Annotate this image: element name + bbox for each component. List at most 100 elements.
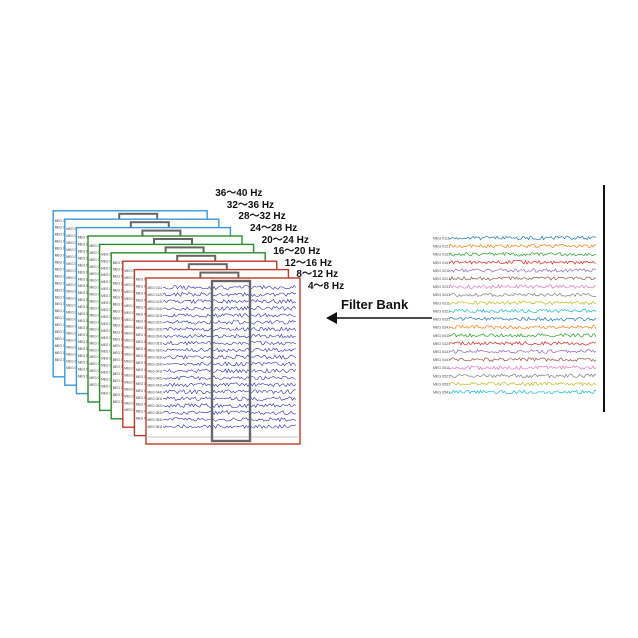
channel-label: MEG 0341: [90, 320, 105, 324]
channel-label: MEG 0411: [66, 311, 81, 315]
channel-label: MEG 0121: [66, 234, 81, 238]
band-label-5: 24～28 Hz: [250, 223, 298, 234]
channel-label: MEG 0441: [66, 331, 81, 335]
filter-bank-arrow: [326, 312, 432, 324]
channel-label: MEG 0411: [148, 369, 163, 373]
channel-label: MEG 0241: [78, 284, 93, 288]
channel-label: MEG 0131: [55, 233, 70, 237]
channel-label: MEG 0231: [55, 260, 70, 264]
raw-trace: [448, 332, 597, 338]
channel-label: MEG 0531: [55, 344, 70, 348]
channel-label: MEG 0341: [101, 329, 116, 333]
channel-label: MEG 0331: [78, 305, 93, 309]
raw-channel-label: MEG 0121: [433, 245, 450, 249]
band-label-8: 36～40 Hz: [215, 188, 263, 200]
eeg-trace: [162, 396, 297, 402]
channel-label: MEG 0121: [55, 226, 70, 230]
channel-label: MEG 0511: [113, 372, 128, 376]
channel-label: MEG 0431: [101, 350, 116, 354]
channel-label: MEG 0511: [66, 338, 81, 342]
channel-label: MEG 0221: [66, 262, 81, 266]
channel-label: MEG 0431: [124, 367, 139, 371]
channel-label: MEG 0131: [90, 258, 105, 262]
channel-label: MEG 0511: [124, 380, 139, 384]
channel-label: MEG 0231: [113, 302, 128, 306]
channel-label: MEG 0611: [55, 358, 70, 362]
channel-label: MEG 0431: [148, 383, 163, 387]
channel-label: MEG 0341: [78, 312, 93, 316]
channel-label: MEG 0141: [113, 282, 128, 286]
eeg-trace: [162, 417, 296, 422]
channel-label: MEG 0341: [136, 354, 151, 358]
channel-label: MEG 0241: [101, 301, 116, 305]
raw-trace: [448, 268, 597, 273]
raw-channel-label: MEG 0341: [433, 326, 450, 330]
channel-label: MEG 0211: [124, 297, 139, 301]
channel-label: MEG 0611: [90, 383, 105, 387]
channel-label: MEG 0531: [101, 378, 116, 382]
channel-label: MEG 0611: [101, 391, 116, 395]
time-window-highlight: [210, 279, 252, 443]
channel-label: MEG 0111: [55, 219, 70, 223]
raw-trace: [448, 259, 597, 265]
channel-label: MEG 0321: [66, 290, 81, 294]
eeg-trace: [162, 410, 296, 416]
raw-trace: [448, 357, 597, 363]
channel-label: MEG 0521: [55, 337, 70, 341]
eeg-trace: [162, 403, 296, 409]
raw-channel-label: MEG 0131: [433, 253, 450, 257]
channel-label: MEG 0411: [90, 327, 105, 331]
eeg-trace: [162, 298, 296, 304]
channel-label: MEG 0511: [148, 397, 163, 401]
channel-label: MEG 0141: [148, 307, 163, 311]
channel-label: MEG 0411: [113, 344, 128, 348]
channel-label: MEG 0311: [90, 300, 105, 304]
raw-trace: [448, 373, 597, 379]
channel-label: MEG 0341: [66, 304, 81, 308]
channel-label: MEG 0221: [124, 304, 139, 308]
channel-label: MEG 0541: [113, 393, 128, 397]
channel-label: MEG 0341: [148, 362, 163, 366]
channel-label: MEG 0221: [148, 321, 163, 325]
channel-label: MEG 0211: [101, 280, 116, 284]
channel-label: MEG 0611: [136, 417, 151, 421]
channel-label: MEG 0331: [136, 347, 151, 351]
raw-trace: [448, 365, 597, 371]
eeg-trace: [162, 305, 297, 311]
channel-label: MEG 0141: [78, 256, 93, 260]
channel-label: MEG 0441: [148, 390, 163, 394]
channel-label: MEG 0141: [90, 265, 105, 269]
channel-label: MEG 0231: [78, 277, 93, 281]
channel-label: MEG 0431: [55, 316, 70, 320]
channel-label: MEG 0511: [78, 347, 93, 351]
channel-label: MEG 0441: [55, 323, 70, 327]
channel-label: MEG 0411: [101, 336, 116, 340]
channel-label: MEG 0531: [148, 411, 163, 415]
channel-label: MEG 0411: [55, 302, 70, 306]
channel-label: MEG 0411: [124, 353, 139, 357]
eeg-trace: [162, 361, 297, 367]
channel-label: MEG 0231: [101, 294, 116, 298]
eeg-trace: [162, 291, 296, 298]
channel-label: MEG 0421: [66, 318, 81, 322]
channel-label: MEG 0321: [55, 281, 70, 285]
channel-label: MEG 0141: [55, 240, 70, 244]
channel-label: MEG 0311: [55, 274, 70, 278]
eeg-trace: [162, 340, 296, 346]
channel-label: MEG 0111: [124, 269, 139, 273]
eeg-trace: [162, 389, 296, 395]
channel-label: MEG 0431: [90, 341, 105, 345]
channel-label: MEG 0211: [90, 272, 105, 276]
channel-label: MEG 0141: [66, 248, 81, 252]
channel-label: MEG 0231: [124, 311, 139, 315]
channel-label: MEG 0421: [55, 309, 70, 313]
raw-trace: [448, 292, 597, 297]
channel-label: MEG 0321: [113, 323, 128, 327]
channel-label: MEG 0211: [66, 255, 81, 259]
raw-channel-label: MEG 0221: [433, 277, 450, 281]
channel-label: MEG 0111: [78, 236, 93, 240]
channel-label: MEG 0511: [55, 330, 70, 334]
